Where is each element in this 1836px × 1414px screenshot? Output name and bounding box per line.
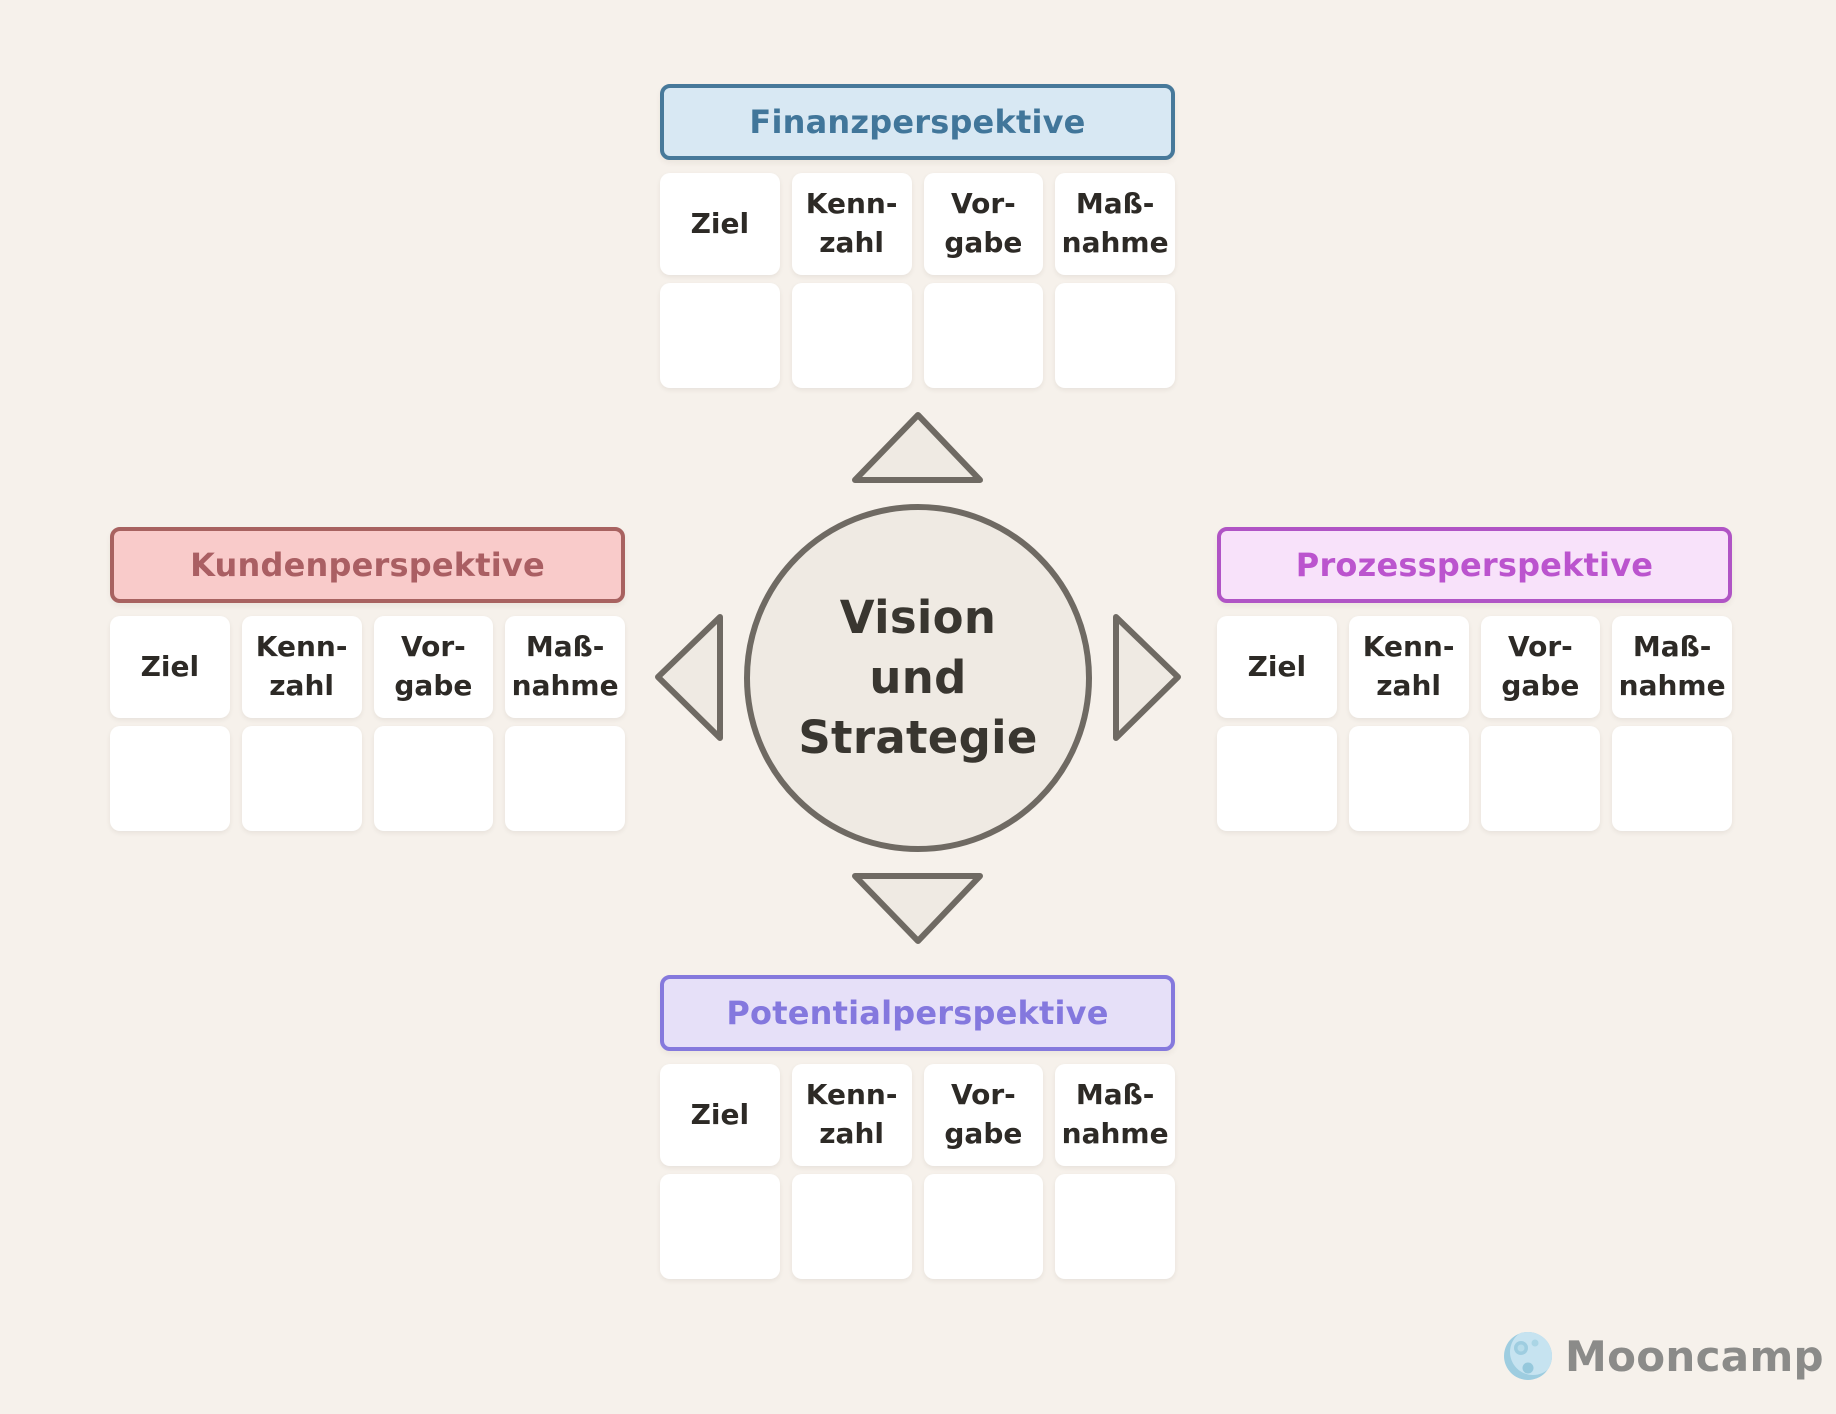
column-header-cell-vorgabe: Vor- gabe (923, 173, 1044, 275)
mooncamp-wordmark: Mooncamp (1565, 1331, 1824, 1381)
section-finance: Finanzperspektive Ziel Kenn- zahl Vor- g… (660, 84, 1175, 388)
mooncamp-logo: Mooncamp (1502, 1330, 1824, 1382)
section-customer: Kundenperspektive Ziel Kenn- zahl Vor- g… (110, 527, 625, 831)
process-column-headers: Ziel Kenn- zahl Vor- gabe Maß- nahme (1217, 616, 1732, 718)
column-header-cell-massnahme: Maß- nahme (1055, 1064, 1175, 1166)
column-header-cell-massnahme: Maß- nahme (1612, 616, 1732, 718)
section-process: Prozessperspektive Ziel Kenn- zahl Vor- … (1217, 527, 1732, 831)
empty-cell (1348, 726, 1469, 831)
vision-circle (744, 504, 1092, 852)
empty-cell (1055, 283, 1175, 388)
column-header-cell-kennzahl: Kenn- zahl (1348, 616, 1469, 718)
column-header-cell-vorgabe: Vor- gabe (373, 616, 494, 718)
empty-cell (1217, 726, 1337, 831)
empty-cell (660, 283, 780, 388)
arrow-up-icon (852, 412, 983, 483)
process-header: Prozessperspektive (1217, 527, 1732, 603)
process-empty-row (1217, 726, 1732, 831)
customer-column-headers: Ziel Kenn- zahl Vor- gabe Maß- nahme (110, 616, 625, 718)
column-header-cell-ziel: Ziel (1217, 616, 1337, 718)
column-header-cell-kennzahl: Kenn- zahl (791, 1064, 912, 1166)
empty-cell (241, 726, 362, 831)
column-header-cell-ziel: Ziel (660, 1064, 780, 1166)
empty-cell (1480, 726, 1601, 831)
section-potential: Potentialperspektive Ziel Kenn- zahl Vor… (660, 975, 1175, 1279)
finance-column-headers: Ziel Kenn- zahl Vor- gabe Maß- nahme (660, 173, 1175, 275)
finance-header: Finanzperspektive (660, 84, 1175, 160)
potential-header: Potentialperspektive (660, 975, 1175, 1051)
column-header-cell-massnahme: Maß- nahme (1055, 173, 1175, 275)
customer-empty-row (110, 726, 625, 831)
column-header-cell-kennzahl: Kenn- zahl (241, 616, 362, 718)
vision-circle-graphic (655, 412, 1181, 944)
empty-cell (923, 283, 1044, 388)
empty-cell (505, 726, 625, 831)
column-header-cell-vorgabe: Vor- gabe (1480, 616, 1601, 718)
column-header-cell-ziel: Ziel (660, 173, 780, 275)
empty-cell (791, 283, 912, 388)
moon-icon (1504, 1332, 1552, 1380)
column-header-cell-ziel: Ziel (110, 616, 230, 718)
empty-cell (923, 1174, 1044, 1279)
column-header-cell-massnahme: Maß- nahme (505, 616, 625, 718)
column-header-cell-kennzahl: Kenn- zahl (791, 173, 912, 275)
arrow-right-icon (1113, 614, 1181, 741)
column-header-cell-vorgabe: Vor- gabe (923, 1064, 1044, 1166)
empty-cell (791, 1174, 912, 1279)
vision-strategy-label: Vision und Strategie (798, 591, 1038, 764)
arrow-left-icon (655, 614, 723, 741)
empty-cell (1612, 726, 1732, 831)
empty-cell (373, 726, 494, 831)
potential-column-headers: Ziel Kenn- zahl Vor- gabe Maß- nahme (660, 1064, 1175, 1166)
arrow-down-icon (852, 873, 983, 944)
customer-header: Kundenperspektive (110, 527, 625, 603)
finance-empty-row (660, 283, 1175, 388)
empty-cell (660, 1174, 780, 1279)
potential-empty-row (660, 1174, 1175, 1279)
empty-cell (110, 726, 230, 831)
empty-cell (1055, 1174, 1175, 1279)
